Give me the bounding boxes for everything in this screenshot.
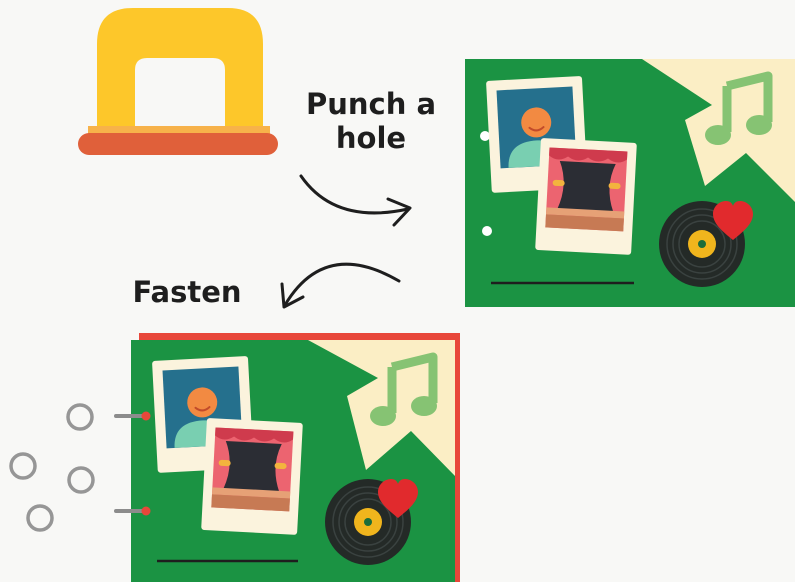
step-label-punch-line2: hole (292, 122, 450, 156)
binder-ring-icon (11, 405, 93, 530)
step-label-punch: Punch a hole (292, 88, 450, 155)
step-label-fasten: Fasten (124, 276, 250, 310)
stage-photo (535, 138, 637, 255)
arrow-punch (301, 176, 410, 225)
fastened-page (116, 333, 460, 582)
punched-hole (480, 131, 490, 141)
punched-page (465, 59, 795, 307)
step-label-punch-line1: Punch a (292, 88, 450, 122)
stage-photo (201, 418, 303, 535)
hole-punch-icon (78, 8, 278, 155)
arrow-fasten (282, 264, 399, 307)
punched-hole (482, 226, 492, 236)
